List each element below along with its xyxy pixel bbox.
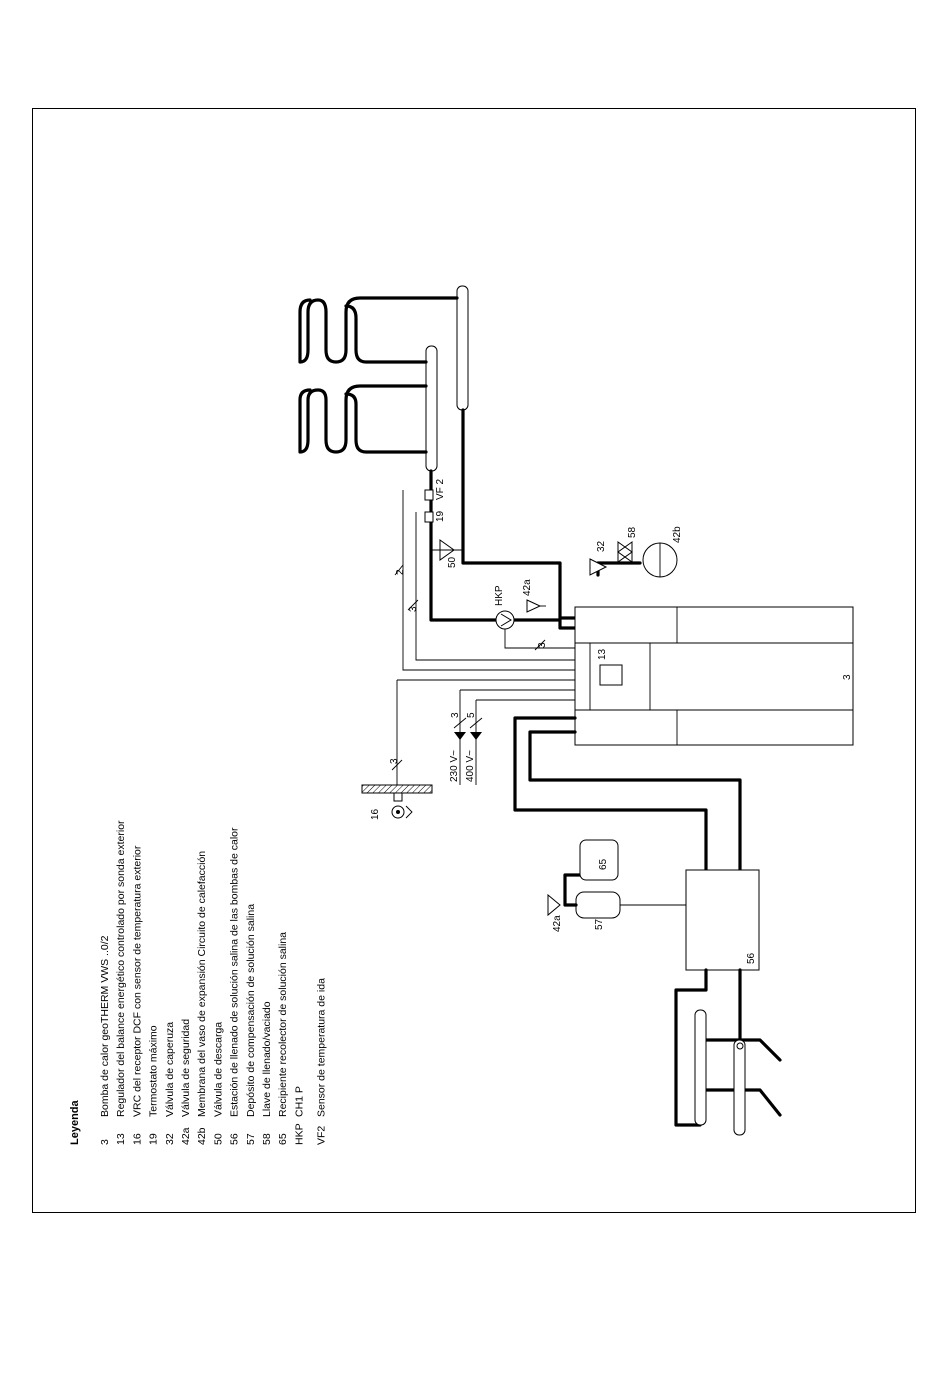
- label-56: 56: [746, 952, 757, 964]
- label-65: 65: [598, 858, 609, 870]
- label-hkp: HKP: [494, 585, 505, 606]
- legend-title: Leyenda: [69, 1099, 81, 1145]
- overflow-valve-50-icon: [431, 539, 463, 561]
- heating-loop-lower: [298, 384, 428, 454]
- control-wiring: [391, 490, 575, 785]
- legend-text: Válvula de caperuza: [164, 1022, 176, 1117]
- collector-65: [579, 839, 619, 881]
- ground-collector-pipes: [674, 968, 782, 1127]
- manifold-supply: [425, 345, 438, 472]
- label-42a-bottom: 42a: [552, 915, 563, 932]
- heating-loop-upper: [298, 296, 459, 364]
- legend-code: 13: [115, 1133, 127, 1145]
- legend-text: Termostato máximo: [148, 1025, 160, 1117]
- legend-code: 32: [164, 1133, 176, 1145]
- label-19: 19: [435, 510, 446, 522]
- brine-pipe-1: [528, 730, 742, 872]
- label-cable-3b: 3: [537, 642, 548, 648]
- legend-text: Válvula de descarga: [212, 1022, 224, 1117]
- return-pipe: [461, 408, 577, 620]
- legend-text: Sensor de temperatura de ida: [316, 978, 328, 1117]
- label-cable-3c: 3: [450, 712, 461, 718]
- legend-text: VRC del receptor DCF con sensor de tempe…: [131, 845, 143, 1117]
- legend-code: HKP: [293, 1123, 305, 1145]
- regulator-display-icon: [599, 664, 623, 686]
- safety-valve-42a-bottom-icon: [547, 893, 561, 917]
- label-230v: 230 V~: [449, 750, 460, 782]
- legend-text: CH1 P: [293, 1086, 305, 1117]
- heat-pump-unit: [574, 606, 854, 746]
- legend-text: Válvula de seguridad: [180, 1019, 192, 1117]
- legend-text: Recipiente recolector de solución salina: [277, 932, 289, 1117]
- label-400v: 400 V~: [465, 750, 476, 782]
- vf2-sensor-icon: [424, 489, 434, 501]
- legend-code: 42b: [196, 1127, 208, 1145]
- brine-tank-57: [575, 891, 621, 919]
- fill-drain-58-icon: [617, 541, 633, 563]
- legend-text: Membrana del vaso de expansión Circuito …: [196, 851, 208, 1117]
- legend-code: 65: [277, 1133, 289, 1145]
- legend-code: 3: [99, 1139, 111, 1145]
- label-42b: 42b: [672, 526, 683, 543]
- cap-valve-32-icon: [589, 558, 608, 576]
- outdoor-sensor-16-icon: [361, 784, 433, 819]
- expansion-branch: [596, 561, 642, 577]
- manifold-return: [456, 285, 469, 411]
- label-3-heatpump: 3: [842, 674, 853, 680]
- legend-code: 19: [148, 1133, 160, 1145]
- safety-valve-42a-icon: [526, 599, 546, 613]
- label-50: 50: [447, 556, 458, 568]
- legend-code: 16: [131, 1133, 143, 1145]
- label-16: 16: [370, 808, 381, 820]
- legend: Leyenda 3 Bomba de calor geoTHERM VWS ..0…: [69, 820, 328, 1145]
- brine-pipe-2: [513, 716, 708, 872]
- legend-text: Regulador del balance energético control…: [115, 820, 127, 1117]
- legend-text: Depósito de compensación de solución sal…: [245, 904, 257, 1117]
- label-42a-top: 42a: [522, 579, 533, 596]
- legend-text: Llave de llenado/vaciado: [261, 1001, 273, 1117]
- legend-text: Bomba de calor geoTHERM VWS ..0/2: [99, 935, 111, 1117]
- collector-manifold-1: [694, 1009, 707, 1126]
- brine-station-56: [685, 869, 760, 971]
- legend-code: 56: [229, 1133, 241, 1145]
- legend-code: VF2: [316, 1126, 328, 1145]
- heating-circuits: [298, 285, 469, 472]
- label-58: 58: [627, 526, 638, 538]
- legend-text: Estación de llenado de solución salina d…: [229, 827, 241, 1117]
- legend-code: 50: [212, 1133, 224, 1145]
- collector-manifold-2: [733, 1039, 746, 1136]
- legend-code: 42a: [180, 1127, 192, 1145]
- label-cable-5: 5: [466, 712, 477, 718]
- label-cable-3d: 3: [389, 758, 400, 764]
- label-32: 32: [596, 540, 607, 552]
- label-cable-2: 2: [395, 569, 406, 575]
- legend-code: 58: [261, 1133, 273, 1145]
- legend-code: 57: [245, 1133, 257, 1145]
- label-13: 13: [597, 648, 608, 660]
- label-57: 57: [594, 918, 605, 930]
- label-vf2: VF 2: [435, 478, 446, 500]
- diagram-frame: [32, 108, 916, 1213]
- thermostat-19-icon: [424, 511, 434, 523]
- label-cable-3a: 3: [408, 606, 419, 612]
